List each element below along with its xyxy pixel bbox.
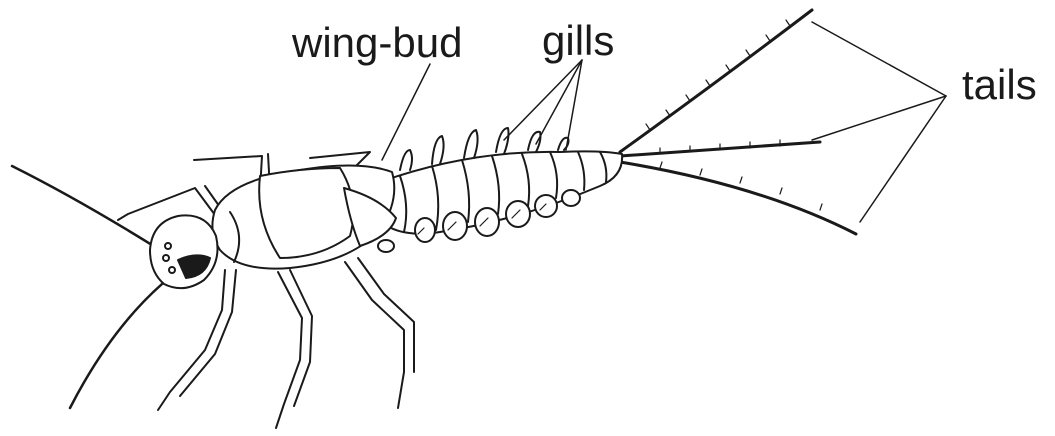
head bbox=[150, 215, 218, 288]
thorax bbox=[212, 165, 396, 268]
gills-label: gills bbox=[542, 20, 614, 62]
tails bbox=[620, 10, 856, 234]
abdomen bbox=[380, 151, 622, 233]
tails-label: tails bbox=[962, 64, 1037, 106]
antennae bbox=[12, 166, 162, 408]
wing-bud-label: wing-bud bbox=[292, 22, 462, 64]
